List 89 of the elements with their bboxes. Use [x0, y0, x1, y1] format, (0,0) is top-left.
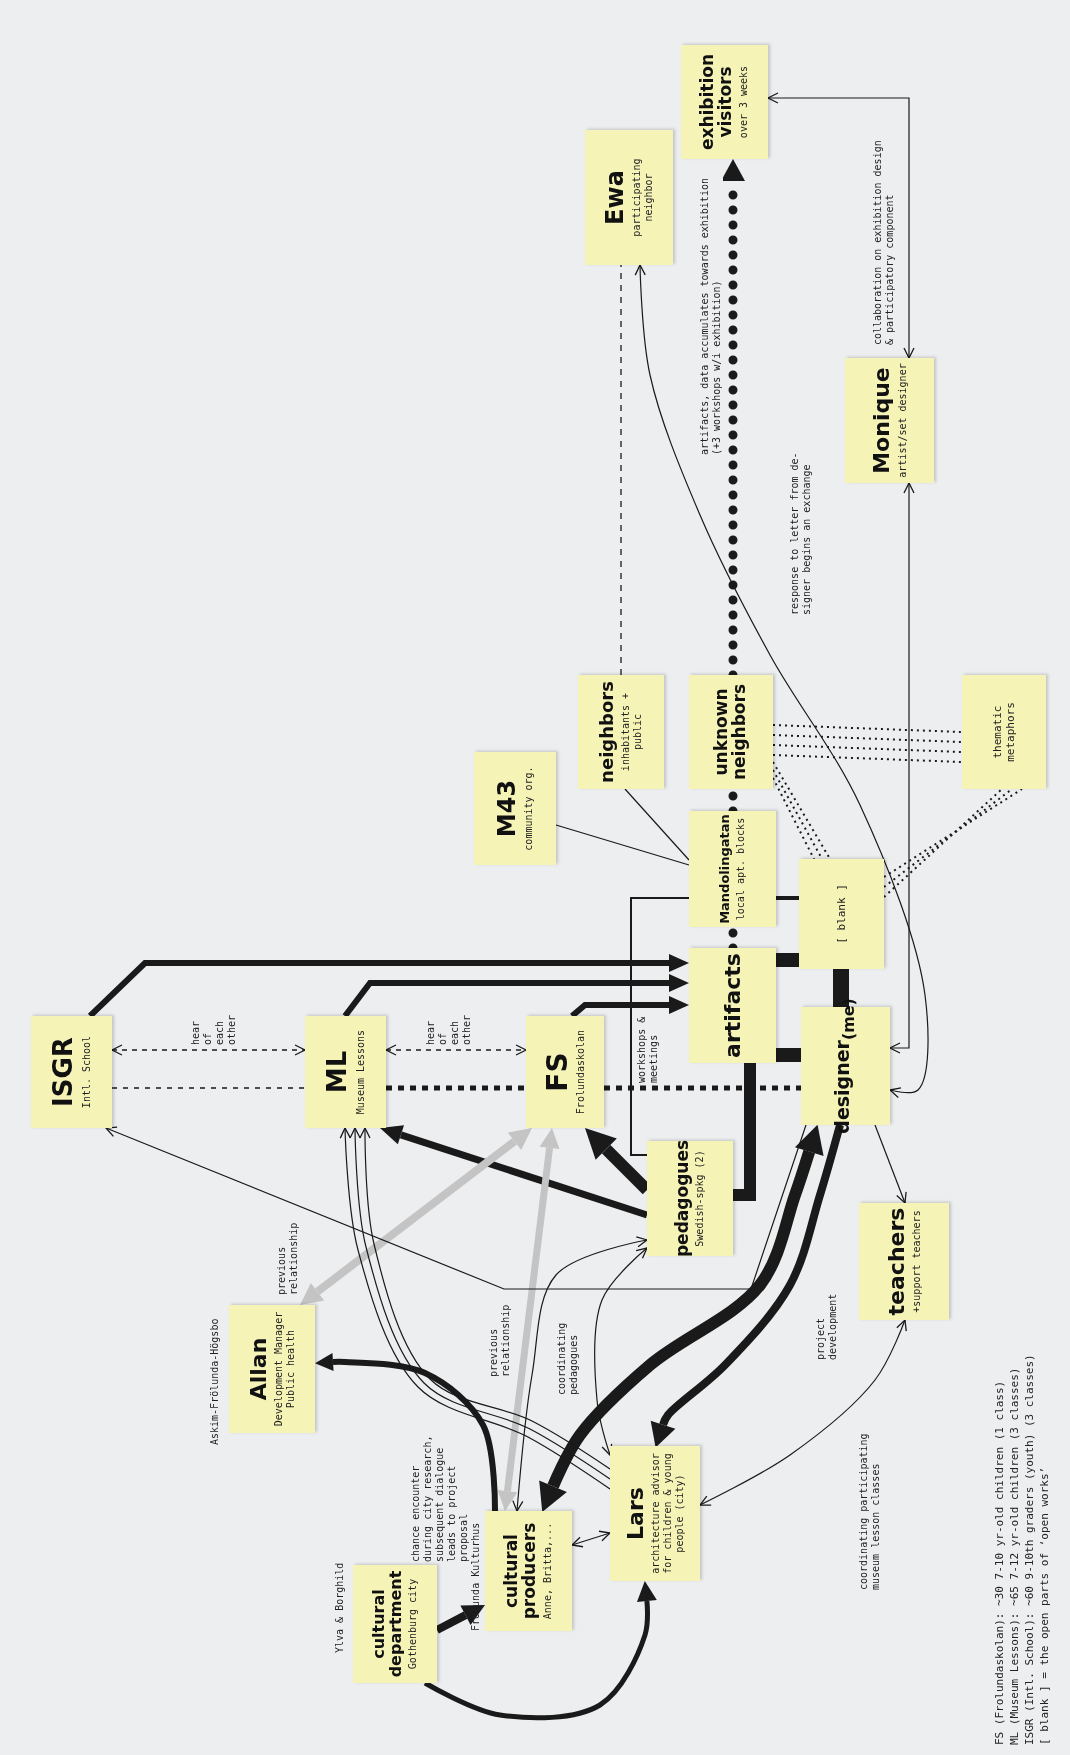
note-subtitle: Development Manager Public health [273, 1310, 298, 1429]
note-text: [ blank ] [835, 884, 848, 944]
note-title: exhibition visitors [699, 52, 735, 153]
sticky-note [689, 675, 773, 789]
note-subtitle: artist/set designer [896, 363, 909, 478]
arrow [571, 1530, 611, 1548]
note-text: thematic metaphors [991, 701, 1017, 764]
side-caption: Ylva & Borghild [334, 1562, 346, 1653]
arrow [315, 1353, 498, 1511]
connector-line [111, 1087, 306, 1089]
note-subtitle: Frolundaskolan [575, 1029, 588, 1115]
connector-line [630, 897, 690, 1156]
arrow [111, 1044, 306, 1056]
note-subtitle: community org. [523, 766, 536, 851]
note-title: Ewa [602, 170, 629, 225]
connector-line [776, 1048, 801, 1062]
arrow [889, 482, 915, 1054]
connector-line [776, 953, 799, 967]
note-text: [ blank ] = the open parts of ‘open works’ [1038, 1466, 1052, 1745]
sticky-note [689, 948, 776, 1063]
connector-line [733, 1063, 756, 1201]
sticky-note [31, 1016, 112, 1128]
note-title: cultural department [370, 1569, 405, 1679]
arrow [874, 1124, 907, 1204]
arrow [512, 1236, 648, 1512]
note-text: ML (Museum Lessons): ~65 7-12 yr-old children (3 classes) [1008, 1367, 1022, 1745]
note-subtitle: Intl. School [80, 1035, 93, 1109]
note-title: ISGR [50, 1037, 78, 1107]
side-caption: Askim-Frölunda-Högsbo [209, 1318, 221, 1445]
note-title: M43 [494, 779, 521, 838]
sticky-note [859, 1203, 949, 1320]
note-title: Mandolingatan [718, 814, 732, 924]
sticky-note [681, 45, 768, 159]
arrow [570, 996, 689, 1019]
note-subtitle: participating neighbor [631, 157, 656, 239]
note-title: cultural producers [503, 1521, 539, 1622]
note-title: artifacts [720, 953, 745, 1058]
arrow [342, 974, 689, 1018]
sticky-note [799, 859, 884, 969]
note-title: unknown neighbors [713, 682, 749, 783]
note-title: pedagogues [673, 1139, 692, 1258]
connector-line [386, 1085, 526, 1091]
arrow [497, 1128, 560, 1511]
sticky-note [474, 752, 556, 865]
sticky-note [526, 1016, 604, 1128]
note-subtitle: +support teachers [911, 1210, 924, 1313]
note-title: FS [542, 1052, 573, 1092]
arrow [699, 1319, 907, 1506]
arrow [650, 1123, 844, 1448]
note-subtitle: Swedish-spkg (2) [694, 1150, 707, 1247]
sticky-note [578, 675, 664, 789]
connector-line [776, 896, 799, 900]
arrow [634, 264, 929, 1099]
sticky-note [962, 675, 1046, 789]
note-text: FS (Frolundaskolan): ~30 7-10 yr-old children (1 class) [993, 1380, 1007, 1745]
sticky-note [610, 1446, 700, 1581]
connector-line [624, 788, 690, 861]
note-subtitle: Gothenburg city [407, 1578, 420, 1670]
sticky-note [305, 1016, 386, 1128]
sticky-note [585, 130, 673, 265]
connector-line [620, 264, 622, 676]
arrow [767, 92, 915, 359]
note-subtitle: local apt. blocks [734, 817, 747, 921]
connector-line [604, 1085, 801, 1091]
arrow [300, 1128, 532, 1305]
note-title: Monique [870, 367, 894, 474]
sticky-note [689, 811, 776, 927]
note-subtitle: inhabitants + public [619, 691, 644, 774]
arrow [385, 1044, 527, 1056]
arrow [593, 1247, 648, 1456]
sticky-note [845, 358, 934, 483]
note-subtitle: architecture advisor for children & young people (city) [650, 1452, 687, 1576]
arrow [539, 1124, 824, 1512]
note-text: ISGR (Intl. School): ~60 9-10th graders (youth) (3 classes) [1023, 1354, 1037, 1745]
connector-line [555, 824, 690, 866]
note-title: teachers [884, 1207, 909, 1316]
arrow [380, 1125, 649, 1219]
note-title: Lars [623, 1487, 648, 1540]
arrow [423, 1581, 657, 1721]
note-subtitle: Museum Lessons [354, 1029, 367, 1115]
note-title: ML [324, 1050, 352, 1094]
arrow [105, 1124, 807, 1290]
note-title: neighbors [598, 681, 617, 783]
note-subtitle: over 3 weeks [737, 65, 750, 139]
note-title: Allan [246, 1337, 271, 1401]
connector-line [833, 969, 849, 1007]
arrow [87, 954, 689, 1019]
sticky-note [647, 1141, 733, 1256]
note-subtitle: Anne, Britta,... [541, 1522, 554, 1620]
